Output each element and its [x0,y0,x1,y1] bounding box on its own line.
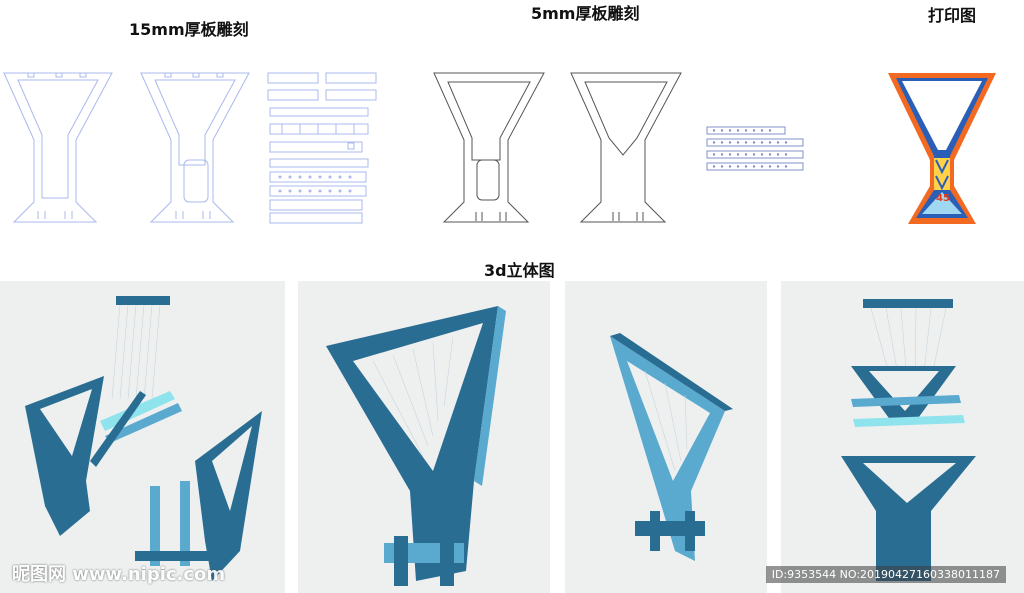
print-drawing: 45 [888,73,996,224]
heading-5mm-engrave: 5mm厚板雕刻 [531,4,640,23]
engrave-15mm-drawing [3,72,377,224]
engrave-5mm-drawing [433,72,804,223]
watermark-site: 昵图网 www.nipic.com [12,564,226,585]
print-badge-number: 45 [936,193,950,204]
heading-print: 打印图 [928,6,977,25]
watermark-id: ID:9353544 NO:20190427160338011187 [765,566,1006,583]
thin-strip-1 [706,126,786,135]
strip-1 [267,72,319,84]
heading-3d-view: 3d立体图 [484,261,555,280]
frame-outline-2 [140,72,250,223]
frame-outline-4 [570,72,682,223]
frame-outline-3 [433,72,545,223]
heading-15mm-engrave: 15mm厚板雕刻 [129,20,249,39]
view3d-panel-front [298,281,550,593]
view3d-panel-exploded [0,281,285,593]
view3d-panel-side [565,281,767,593]
frame-outline-1 [3,72,113,223]
view3d-panel-stacked [781,281,1024,593]
